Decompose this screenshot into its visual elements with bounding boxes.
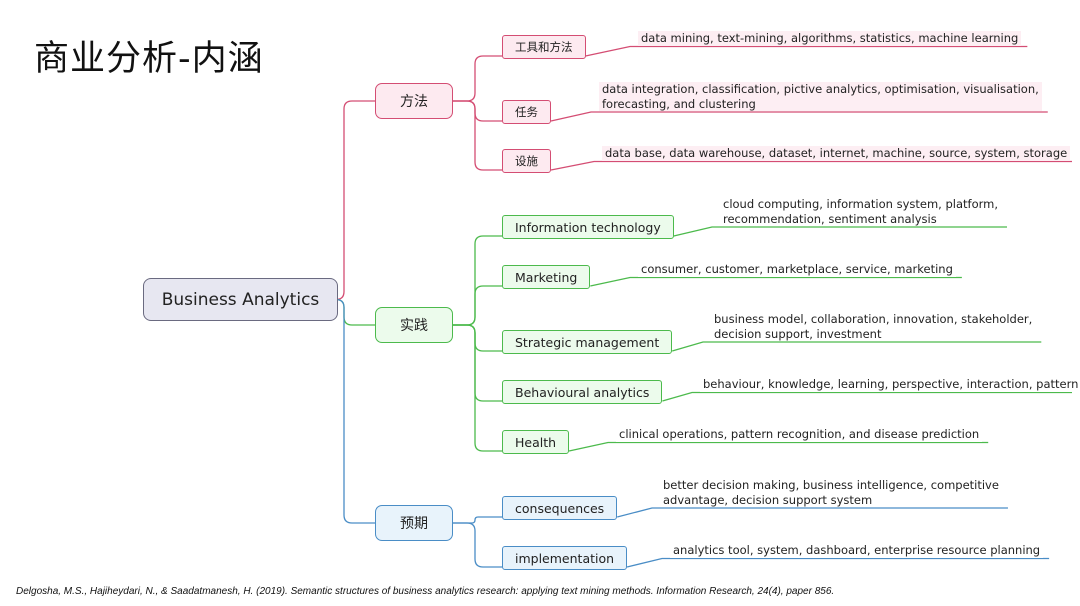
- detail-marketing: consumer, customer, marketplace, service…: [638, 262, 956, 277]
- page-title: 商业分析-内涵: [34, 39, 264, 79]
- detail-tools-and-methods: data mining, text-mining, algorithms, st…: [638, 31, 1022, 46]
- detail-tasks: data integration, classification, pictiv…: [599, 82, 1042, 111]
- detail-implementation-underline: [626, 557, 1050, 568]
- detail-facilities-underline: [550, 160, 1072, 171]
- node-information-technology[interactable]: Information technology: [502, 215, 674, 239]
- detail-health: clinical operations, pattern recognition…: [616, 427, 983, 442]
- node-information-technology-connector: [453, 235, 502, 326]
- detail-consequences-underline: [617, 507, 1008, 518]
- node-tools-and-methods[interactable]: 工具和方法: [502, 35, 586, 59]
- node-marketing-connector: [453, 285, 502, 326]
- branch-expectation[interactable]: 预期: [375, 505, 453, 541]
- branch-methods[interactable]: 方法: [375, 83, 453, 119]
- node-facilities[interactable]: 设施: [502, 149, 551, 173]
- detail-health-underline: [568, 441, 989, 452]
- detail-marketing-underline: [590, 276, 962, 287]
- node-implementation-connector: [453, 522, 502, 568]
- branch-practice[interactable]: 实践: [375, 307, 453, 343]
- detail-information-technology: cloud computing, information system, pla…: [720, 197, 1001, 226]
- node-implementation[interactable]: implementation: [502, 546, 628, 570]
- citation-text: Delgosha, M.S., Hajiheydari, N., & Saada…: [16, 586, 835, 597]
- node-behavioural-analytics-connector: [453, 324, 502, 402]
- node-strategic-management[interactable]: Strategic management: [502, 330, 673, 354]
- node-health-connector: [453, 324, 502, 452]
- node-tools-and-methods-connector: [453, 55, 502, 102]
- detail-tasks-underline: [550, 111, 1048, 122]
- node-facilities-connector: [453, 100, 502, 171]
- root-node-business-analytics[interactable]: Business Analytics: [143, 278, 338, 321]
- detail-behavioural-analytics-underline: [662, 391, 1072, 402]
- node-strategic-management-connector: [453, 324, 502, 352]
- detail-tools-and-methods-underline: [585, 45, 1028, 57]
- node-consequences[interactable]: consequences: [502, 496, 618, 520]
- detail-strategic-management: business model, collaboration, innovatio…: [711, 312, 1036, 341]
- node-marketing[interactable]: Marketing: [502, 265, 591, 289]
- detail-implementation: analytics tool, system, dashboard, enter…: [670, 543, 1044, 558]
- detail-facilities: data base, data warehouse, dataset, inte…: [602, 146, 1071, 161]
- node-tasks-connector: [453, 100, 502, 122]
- node-behavioural-analytics[interactable]: Behavioural analytics: [502, 380, 663, 404]
- branch-expectation-connector: [335, 298, 375, 524]
- detail-behavioural-analytics: behaviour, knowledge, learning, perspect…: [700, 377, 1080, 392]
- branch-methods-connector: [335, 100, 375, 301]
- detail-strategic-management-underline: [672, 341, 1042, 352]
- node-consequences-connector: [453, 516, 502, 524]
- node-health[interactable]: Health: [502, 430, 570, 454]
- detail-information-technology-underline: [673, 226, 1007, 237]
- detail-consequences: better decision making, business intelli…: [660, 478, 1002, 507]
- node-tasks[interactable]: 任务: [502, 100, 551, 124]
- branch-practice-connector: [335, 298, 375, 326]
